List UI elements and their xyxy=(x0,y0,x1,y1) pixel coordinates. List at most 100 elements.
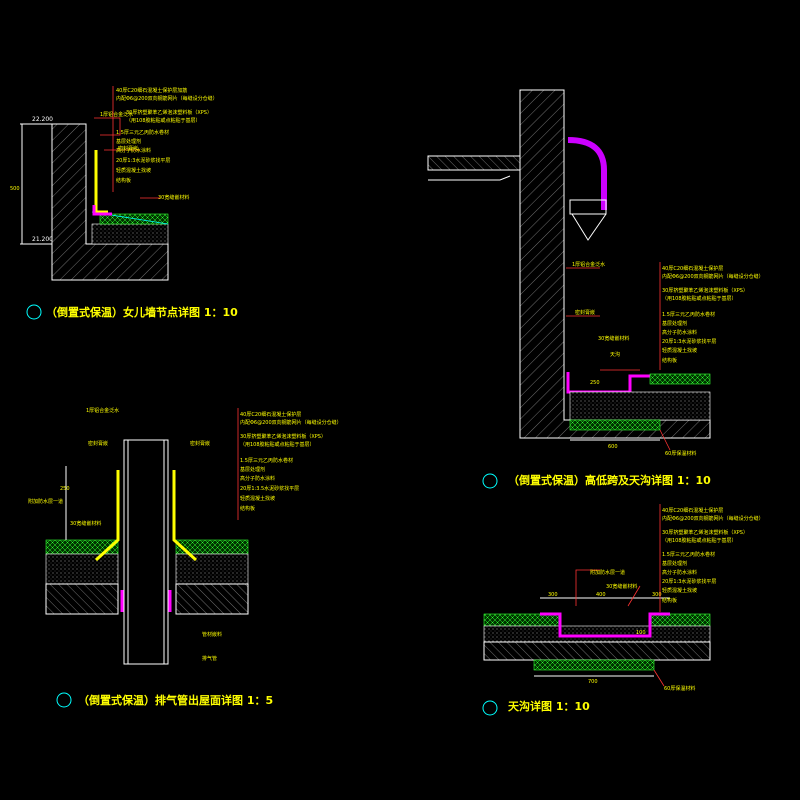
dim-height: 500 xyxy=(10,186,20,192)
note-item: 1.5厚三元乙丙防水卷材 xyxy=(240,457,293,464)
notes-list-2: 40厚C20细石混凝土保护层 内配Φ6@200双向钢筋网片（每缝设分仓缝） 30… xyxy=(662,265,764,364)
detail-3-title: （倒置式保温）排气管出屋面详图 1：5 xyxy=(78,693,273,707)
note-item: 20厚1:3.5水泥砂浆找平层 xyxy=(240,485,299,492)
vent-screed-right xyxy=(175,553,249,585)
note-item: （用108胶粘贴或点粘贴于基层） xyxy=(662,295,737,302)
note-item: 30厚挤塑聚苯乙烯泡沫塑料板（XPS） xyxy=(240,433,326,440)
note-item: 30厚挤塑聚苯乙烯泡沫塑料板（XPS） xyxy=(662,287,748,294)
label-insulation-2: 60厚保温材料 xyxy=(665,450,696,457)
parapet-screed xyxy=(91,223,169,245)
gutter-screed-4 xyxy=(483,625,711,643)
note-item: 轻质混凝土找坡 xyxy=(662,347,697,354)
gutter-under-insul xyxy=(533,659,655,671)
dim-300-left: 300 xyxy=(548,592,558,598)
dim-250: 250 xyxy=(590,380,600,386)
note-item: 结构板 xyxy=(240,505,255,512)
vent-pipe-body xyxy=(123,439,169,665)
note-item: 30厚挤塑聚苯乙烯泡沫塑料板（XPS） xyxy=(126,109,212,116)
elev-bottom-label: 21.200 xyxy=(32,236,53,243)
label-sealing-material-3: 30宽缝嵌材料 xyxy=(70,520,101,527)
label-additional-3: 附加防水层一道 xyxy=(28,498,63,505)
note-item: 结构板 xyxy=(662,597,677,604)
vent-cap xyxy=(569,199,607,215)
under-insulation xyxy=(569,419,661,431)
detail-1-title: （倒置式保温）女儿墙节点详图 1：10 xyxy=(46,305,238,319)
note-item: 轻质混凝土找坡 xyxy=(240,495,275,502)
note-item: 20厚1:3水泥砂浆找平层 xyxy=(662,578,716,585)
detail-vent-pipe: 250 1厚铝合金泛水 密封膏嵌 密封膏嵌 附加防水层一道 30宽缝嵌材料 管材… xyxy=(28,407,342,708)
vent-slab-left xyxy=(45,583,119,615)
note-item: （用108胶粘贴或点粘贴于基层） xyxy=(240,441,315,448)
note-item: 高分子防水涂料 xyxy=(116,147,151,154)
detail-mark-4 xyxy=(482,700,498,716)
gutter-membrane-4 xyxy=(540,612,670,638)
gutter-insulation xyxy=(649,373,711,385)
gutter-slab-4 xyxy=(483,641,711,661)
vent-upturn-right xyxy=(172,470,198,562)
note-item: 40厚C20细石混凝土保护层加筋 xyxy=(116,87,187,94)
note-item: 结构板 xyxy=(116,177,131,184)
note-item: 40厚C20细石混凝土保护层 xyxy=(662,265,723,272)
note-item: 内配Φ6@200双向钢筋网片（每缝设分仓缝） xyxy=(662,273,764,280)
note-item: 高分子防水涂料 xyxy=(662,329,697,336)
note-item: 轻质混凝土找坡 xyxy=(116,167,151,174)
tall-wall xyxy=(519,89,711,439)
note-item: 结构板 xyxy=(662,357,677,364)
label-pipe-wrap: 管材嵌料 xyxy=(202,631,222,638)
note-item: 基层处理剂 xyxy=(240,466,265,473)
note-item: 内配Φ6@200双向钢筋网片（每缝设分仓缝） xyxy=(116,95,218,102)
dim-600: 600 xyxy=(608,444,618,450)
label-aluminium-2: 1厚铝合金泛水 xyxy=(572,261,605,268)
dim-300-right: 300 xyxy=(652,592,662,598)
label-seal-2: 密封膏嵌 xyxy=(575,309,595,316)
leader-additional-4 xyxy=(575,569,600,606)
note-item: 20厚1:3水泥砂浆找平层 xyxy=(662,338,716,345)
detail-2-title: （倒置式保温）高低跨及天沟详图 1：10 xyxy=(508,473,711,487)
vent-insul-left xyxy=(45,539,119,555)
gutter-membrane xyxy=(566,372,650,394)
note-item: 高分子防水涂料 xyxy=(662,569,697,576)
detail-mark-2 xyxy=(482,473,498,489)
label-aluminium-3: 1厚铝合金泛水 xyxy=(86,407,119,414)
detail-parapet: 22.200 21.200 500 1厚铝合金泛水 密封膏嵌 30宽缝嵌材料 4… xyxy=(10,86,238,320)
notes-list-4: 40厚C20细石混凝土保护层 内配Φ6@200双向钢筋网片（每缝设分仓缝） 30… xyxy=(662,507,764,604)
note-item: 轻质混凝土找坡 xyxy=(662,587,697,594)
note-item: 1.5厚三元乙丙防水卷材 xyxy=(662,311,715,318)
leader-insulation-2 xyxy=(659,429,671,451)
dim-100: 100 xyxy=(636,630,646,636)
detail-high-low-span: 600 250 1厚铝合金泛水 密封膏嵌 30宽缝嵌材料 天沟 60厚保温材料 … xyxy=(427,89,764,489)
label-sealing-material-4: 30宽缝嵌材料 xyxy=(606,583,637,590)
leader-aluminium xyxy=(94,117,121,136)
note-item: 基层处理剂 xyxy=(116,138,141,145)
note-item: 30厚挤塑聚苯乙烯泡沫塑料板（XPS） xyxy=(662,529,748,536)
vent-upturn-left xyxy=(94,470,120,562)
note-item: 1.5厚三元乙丙防水卷材 xyxy=(662,551,715,558)
vent-hood xyxy=(567,137,607,210)
label-seal-left: 密封膏嵌 xyxy=(88,440,108,447)
detail-4-title: 天沟详图 1：10 xyxy=(508,699,590,713)
detail-gutter: 300 400 300 100 700 附加防水层一道 30宽缝嵌材料 60厚保… xyxy=(482,504,764,716)
label-seal-right: 密封膏嵌 xyxy=(190,440,210,447)
upper-slab-under xyxy=(428,175,511,181)
label-aluminium: 1厚铝合金泛水 xyxy=(100,111,133,118)
label-sealing-material-2: 30宽缝嵌材料 xyxy=(598,335,629,342)
label-additional-4: 附加防水层一道 xyxy=(590,569,625,576)
note-item: 基层处理剂 xyxy=(662,320,687,327)
note-item: （用108胶粘贴或点粘贴于基层） xyxy=(662,537,737,544)
vent-dim-side: 250 xyxy=(60,486,70,492)
vent-screed-left xyxy=(45,553,119,585)
label-gutter: 天沟 xyxy=(610,351,620,358)
vent-slab-right xyxy=(175,583,249,615)
gutter-insul-right xyxy=(649,613,711,627)
label-seal: 密封膏嵌 xyxy=(118,145,138,152)
parapet-upturn xyxy=(94,150,108,214)
note-item: 内配Φ6@200双向钢筋网片（每缝设分仓缝） xyxy=(240,419,342,426)
leader-insul-4 xyxy=(653,669,665,687)
elev-top-label: 22.200 xyxy=(32,116,53,123)
note-item: （用108胶粘贴或点粘贴于基层） xyxy=(126,117,201,124)
gutter-insul-left xyxy=(483,613,561,627)
dim-center: 400 xyxy=(596,592,606,598)
label-sealing-material: 30宽缝嵌材料 xyxy=(158,194,189,201)
note-item: 40厚C20细石混凝土保护层 xyxy=(662,507,723,514)
